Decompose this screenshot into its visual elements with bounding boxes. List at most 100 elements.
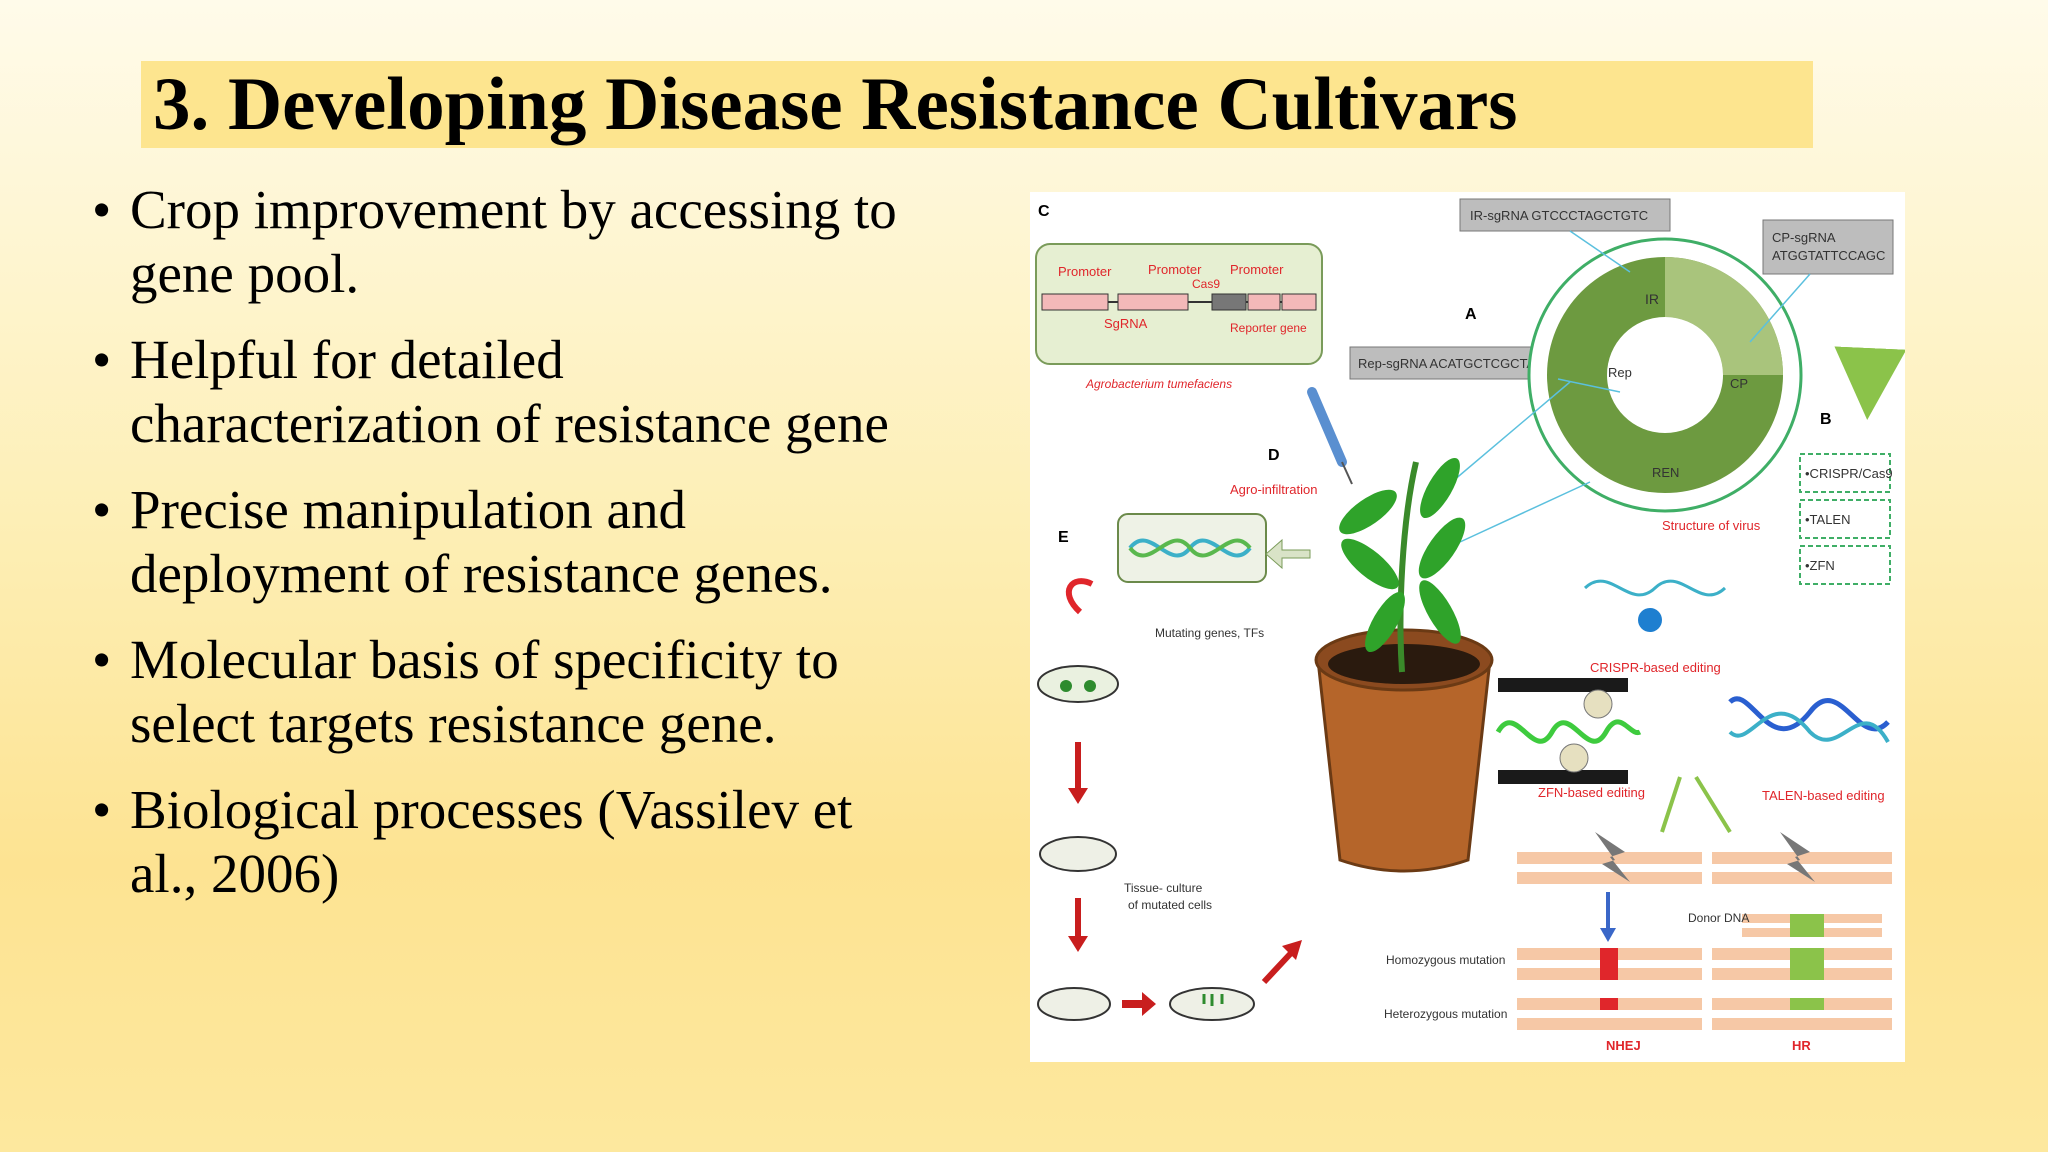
connector-line	[1557, 378, 1621, 393]
connector-line	[1439, 381, 1571, 493]
bullet-line: Biological processes (Vassilev et	[130, 779, 853, 840]
bullet-glyph: •	[92, 179, 112, 240]
method-box-zfn	[1799, 545, 1891, 585]
flower-pot	[1316, 658, 1492, 873]
bullet-glyph: •	[92, 779, 112, 840]
cas9-block	[1247, 293, 1281, 311]
virus-center	[1607, 317, 1723, 433]
bullet-line: al., 2006)	[130, 843, 340, 904]
bullet-glyph: •	[92, 479, 112, 540]
tissue-culture-label-2: of mutated cells	[1128, 898, 1212, 912]
method-box-talen	[1799, 499, 1891, 539]
connector-line	[1749, 273, 1811, 343]
blue-down-arrow-head	[1600, 928, 1616, 942]
petri-dish-3	[1037, 987, 1111, 1021]
bullet-glyph: •	[92, 629, 112, 690]
zfn-editing-label: ZFN-based editing	[1538, 785, 1645, 800]
colony-dot	[1084, 680, 1096, 692]
dna-strand	[1712, 872, 1892, 884]
lightning-cut-icon	[1595, 832, 1630, 882]
agro-infiltration-label: Agro-infiltration	[1230, 482, 1317, 497]
down-arrow-head	[1068, 936, 1088, 952]
crispr-dna-icon	[1583, 579, 1727, 597]
hollow-arrow-icon	[1265, 538, 1311, 570]
zfn-dna-icon	[1495, 719, 1642, 744]
dna-strand	[1517, 1018, 1702, 1030]
method-zfn: •ZFN	[1805, 558, 1835, 573]
connector-line	[1569, 230, 1631, 273]
plant-leaf	[1341, 538, 1399, 590]
agrobacterium-label: Agrobacterium tumefaciens	[1085, 377, 1232, 391]
cp-sgrna-text-2: ATGGTATTCCAGC	[1772, 248, 1885, 263]
plant-stem	[1397, 461, 1419, 673]
cas9-protein-icon	[1638, 608, 1662, 632]
zfn-domain-bar	[1498, 770, 1628, 784]
plant-leaf	[1418, 517, 1466, 579]
seedling-icon	[1202, 994, 1224, 1006]
bullet-line: deployment of resistance genes.	[130, 543, 833, 604]
plant-leaf	[1339, 489, 1397, 535]
bullet-line: Crop improvement by accessing to	[130, 179, 897, 240]
bullet-line: gene pool.	[130, 243, 360, 304]
dna-strand	[1517, 872, 1702, 884]
title-bar: 3. Developing Disease Resistance Cultiva…	[141, 61, 1813, 148]
dna-helix-icon	[1128, 538, 1252, 558]
syringe-needle-icon	[1341, 461, 1353, 485]
homozygous-label: Homozygous mutation	[1386, 953, 1505, 967]
green-arrow	[1660, 776, 1682, 833]
bullet-line: Molecular basis of specificity to	[130, 629, 839, 690]
talen-dna-icon	[1728, 711, 1890, 743]
promoter-arrow-block	[1211, 293, 1247, 311]
promoter-label-3: Promoter	[1230, 262, 1284, 277]
ir-segment-label: IR	[1645, 291, 1659, 307]
colony-dot	[1060, 680, 1072, 692]
figure-svg: C A B D E Promoter Promoter Promoter Cas…	[1035, 198, 1905, 1053]
plant-leaf	[1420, 457, 1460, 519]
nhej-mutation-mark	[1600, 998, 1618, 1010]
crispr-editing-label: CRISPR-based editing	[1590, 660, 1721, 675]
method-talen: •TALEN	[1805, 512, 1851, 527]
promoter-block	[1041, 293, 1109, 311]
ren-segment-label: REN	[1652, 465, 1679, 480]
panel-letter-c: C	[1038, 203, 1050, 220]
bullet-glyph: •	[92, 329, 112, 390]
lightning-cut-icon	[1780, 832, 1815, 882]
mutating-genes-label: Mutating genes, TFs	[1155, 626, 1264, 640]
tissue-culture-label-1: Tissue- culture	[1124, 881, 1203, 895]
syringe-icon	[1307, 387, 1347, 467]
slide-title: 3. Developing Disease Resistance Cultiva…	[153, 63, 1518, 146]
bullet-line: characterization of resistance gene	[130, 393, 889, 454]
panel-letter-d: D	[1268, 447, 1280, 464]
panel-letter-a: A	[1465, 306, 1477, 323]
dna-strand	[1712, 1018, 1892, 1030]
promoter-label-1: Promoter	[1058, 264, 1112, 279]
bullet-line: select targets resistance gene.	[130, 693, 777, 754]
sgrna-block	[1117, 293, 1189, 311]
zfn-domain-bar	[1498, 678, 1628, 692]
plant-leaf	[1365, 591, 1405, 653]
zfn-nuclease-icon	[1583, 689, 1613, 719]
donor-insert	[1790, 914, 1824, 937]
plant-leaf	[1419, 580, 1461, 644]
diagonal-arrow	[1261, 949, 1295, 985]
nhej-label: NHEJ	[1606, 1038, 1641, 1053]
panel-letter-b: B	[1820, 411, 1832, 428]
panel-letter-e: E	[1058, 529, 1069, 546]
cp-sgrna-text-1: CP-sgRNA	[1772, 230, 1836, 245]
cp-sgrna-box	[1762, 219, 1894, 275]
method-crispr: •CRISPR/Cas9	[1805, 466, 1893, 481]
bullet-line: Helpful for detailed	[130, 329, 564, 390]
cp-segment-label: CP	[1730, 376, 1748, 391]
sgrna-label: SgRNA	[1104, 316, 1148, 331]
hr-insert-mark	[1790, 948, 1824, 980]
connector-line	[1459, 481, 1591, 543]
talen-editing-label: TALEN-based editing	[1762, 788, 1885, 803]
zfn-nuclease-icon	[1559, 743, 1589, 773]
dna-strand	[1517, 852, 1702, 864]
down-arrow-head	[1068, 788, 1088, 804]
